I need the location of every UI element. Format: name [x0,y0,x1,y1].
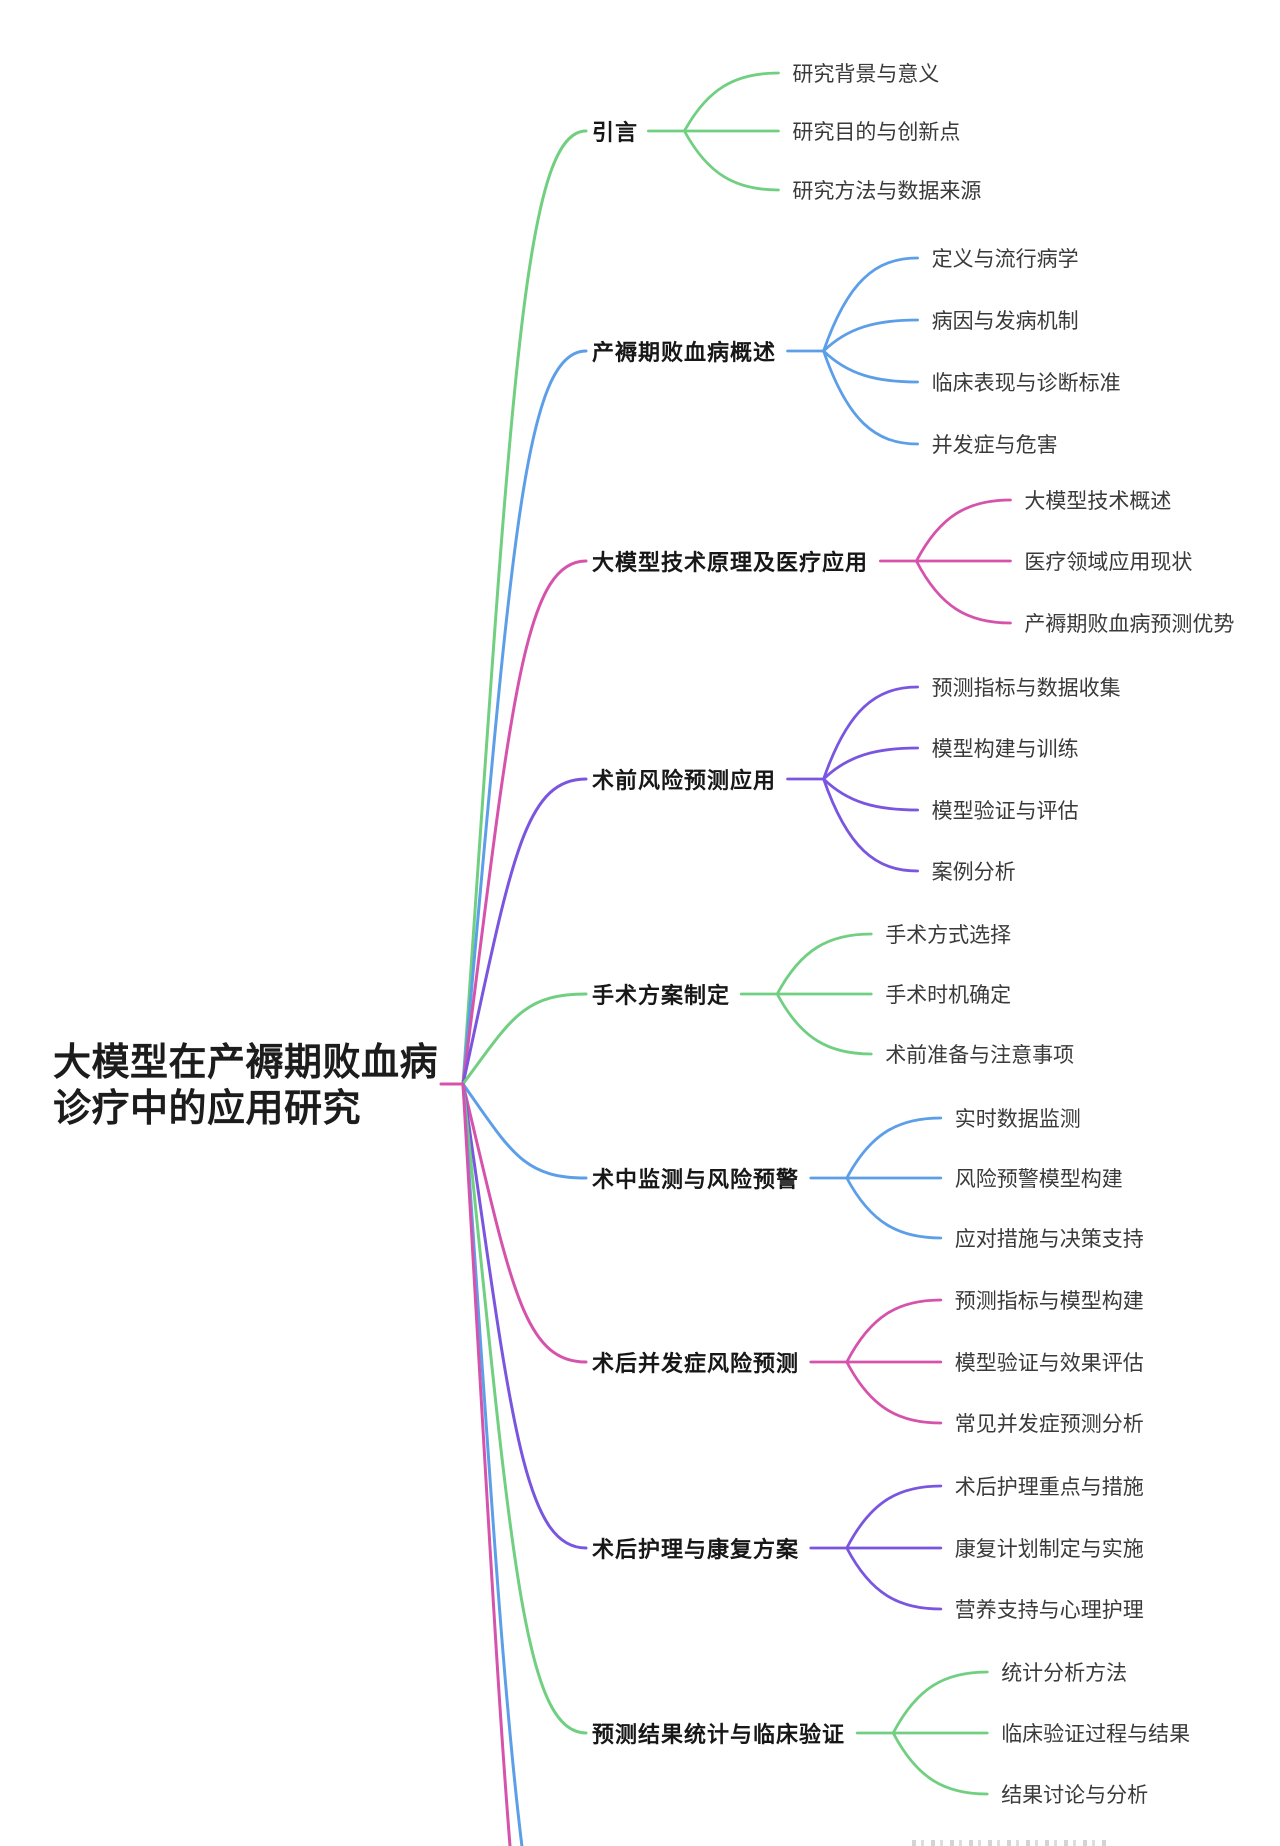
child-label-8-3[interactable]: 营养支持与心理护理 [954,1599,1144,1622]
child-curve-6-1 [845,1116,943,1180]
child-curve-4-1 [822,685,919,781]
child-label-2-2[interactable]: 病因与发病机制 [931,310,1079,333]
child-label-5-1[interactable]: 手术方式选择 [885,924,1012,947]
child-label-9-2[interactable]: 临床验证过程与结果 [1001,1723,1191,1746]
child-label-3-2[interactable]: 医疗领域应用现状 [1024,551,1193,574]
child-label-7-1[interactable]: 预测指标与模型构建 [954,1290,1144,1313]
branch-label-1[interactable]: 引言 [592,120,639,145]
child-label-9-1[interactable]: 统计分析方法 [1001,1662,1128,1685]
child-label-3-3[interactable]: 产褥期败血病预测优势 [1024,613,1235,636]
child-curve-1-1 [683,71,780,133]
child-label-6-1[interactable]: 实时数据监测 [954,1108,1081,1131]
child-curve-8-1 [845,1484,943,1550]
child-label-6-3[interactable]: 应对措施与决策支持 [954,1228,1144,1251]
child-curve-4-3 [822,777,919,812]
branch-curve-4 [461,777,588,1086]
child-label-5-3[interactable]: 术前准备与注意事项 [885,1044,1075,1067]
branch-curve-5 [461,992,588,1086]
branch-label-8[interactable]: 术后护理与康复方案 [592,1537,800,1562]
branch-label-4[interactable]: 术前风险预测应用 [592,768,777,793]
branch-label-9[interactable]: 预测结果统计与临床验证 [592,1722,846,1747]
root-topic[interactable]: 大模型在产褥期败血病 诊疗中的应用研究 [53,1040,438,1132]
child-curve-7-3 [845,1360,943,1425]
child-curve-4-2 [822,746,919,781]
child-label-2-4[interactable]: 并发症与危害 [931,434,1058,457]
child-curve-7-1 [845,1298,943,1364]
branch-label-2[interactable]: 产褥期败血病概述 [592,340,777,365]
branch-curve-7 [461,1082,588,1364]
branch-curve-1 [461,129,588,1086]
child-label-4-1[interactable]: 预测指标与数据收集 [931,677,1121,700]
child-label-3-1[interactable]: 大模型技术概述 [1024,490,1172,513]
branch-curve-6 [461,1082,588,1180]
child-label-7-3[interactable]: 常见并发症预测分析 [954,1413,1144,1436]
root-topic-line1: 大模型在产褥期败血病 [53,1042,439,1084]
child-curve-5-3 [775,992,873,1056]
child-label-7-2[interactable]: 模型验证与效果评估 [954,1352,1144,1375]
child-curve-3-3 [915,559,1012,625]
child-curve-4-4 [822,777,919,873]
branch-curve-8 [461,1082,588,1550]
child-curve-2-2 [822,318,919,353]
offscreen-branch-curve-1 [461,1082,524,1846]
branch-curve-9 [461,1082,588,1735]
child-label-9-3[interactable]: 结果讨论与分析 [1001,1784,1149,1807]
child-label-4-4[interactable]: 案例分析 [931,861,1016,884]
child-label-8-2[interactable]: 康复计划制定与实施 [954,1538,1144,1561]
branch-curve-3 [461,559,588,1086]
child-label-1-2[interactable]: 研究目的与创新点 [792,121,961,144]
child-label-1-1[interactable]: 研究背景与意义 [792,63,940,86]
child-curve-6-3 [845,1176,943,1240]
branch-label-7[interactable]: 术后并发症风险预测 [592,1351,800,1376]
child-label-5-2[interactable]: 手术时机确定 [885,984,1012,1007]
child-curve-2-3 [822,349,919,384]
child-curve-2-1 [822,256,919,353]
branch-label-6[interactable]: 术中监测与风险预警 [592,1167,800,1192]
child-curve-9-1 [891,1670,989,1735]
child-curve-2-4 [822,349,919,446]
child-curve-5-1 [775,932,873,996]
child-label-1-3[interactable]: 研究方法与数据来源 [792,180,982,203]
branch-label-5[interactable]: 手术方案制定 [592,983,731,1008]
child-label-8-1[interactable]: 术后护理重点与措施 [954,1476,1144,1499]
offscreen-branch-curve-2 [461,1082,512,1846]
branch-label-3[interactable]: 大模型技术原理及医疗应用 [592,550,869,575]
child-curve-1-3 [683,129,780,192]
child-label-2-1[interactable]: 定义与流行病学 [931,248,1079,271]
child-label-4-3[interactable]: 模型验证与评估 [931,800,1079,823]
child-label-4-2[interactable]: 模型构建与训练 [931,738,1079,761]
child-curve-8-3 [845,1546,943,1611]
root-topic-line2: 诊疗中的应用研究 [53,1088,362,1130]
child-curve-9-3 [891,1731,989,1796]
branch-curve-2 [461,349,588,1086]
clipped-text-fragment [912,1840,1106,1846]
child-label-2-3[interactable]: 临床表现与诊断标准 [931,372,1121,395]
child-label-6-2[interactable]: 风险预警模型构建 [954,1168,1123,1191]
child-curve-3-1 [915,498,1012,563]
